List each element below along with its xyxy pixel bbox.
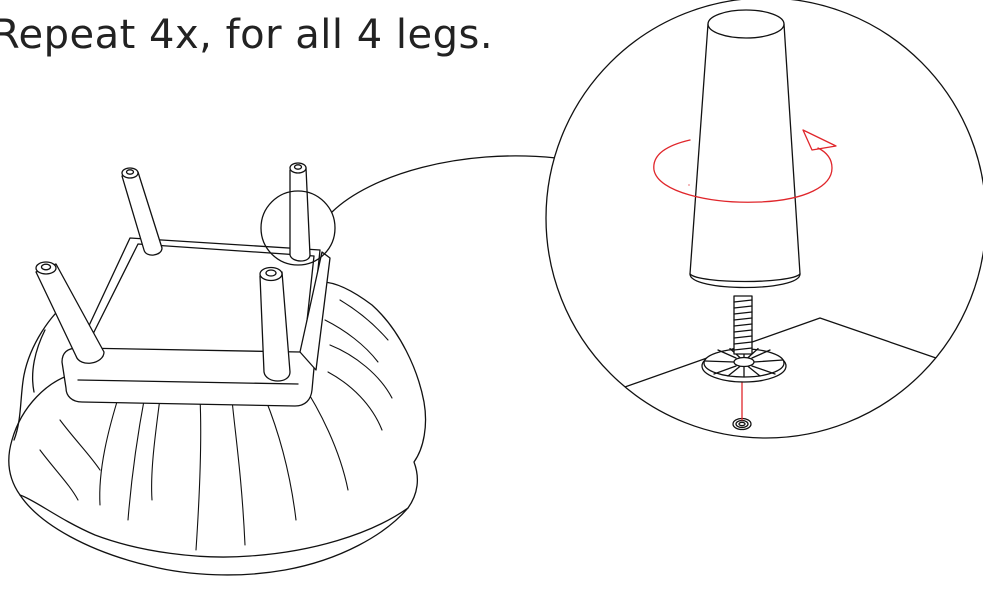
tapered-leg [689, 9, 801, 289]
fabric-fold [231, 399, 246, 546]
fabric-fold [329, 344, 393, 399]
detail-source-circle [260, 190, 336, 266]
fabric-fold [151, 397, 161, 501]
fabric-fold [339, 299, 389, 341]
fabric-fold [99, 391, 121, 506]
fabric-fold [324, 319, 379, 363]
ottoman-leg-back-right [289, 162, 311, 262]
ottoman-leg-front-left [35, 261, 105, 364]
rotation-arrow-icon [653, 129, 837, 203]
ottoman-leg-back-left [121, 167, 163, 256]
instruction-text: Repeat 4x, for all 4 legs. [0, 12, 494, 58]
fabric-fold [127, 394, 146, 521]
ottoman-skirt-hem [19, 494, 409, 558]
ottoman-upside-down [8, 237, 427, 576]
washer [701, 347, 787, 383]
fabric-fold [39, 449, 79, 501]
fabric-fold [59, 419, 101, 471]
detail-connector-line [331, 155, 557, 213]
fabric-fold [327, 371, 383, 431]
threaded-bolt [733, 295, 753, 355]
fabric-fold [195, 397, 202, 551]
ottoman-leg-front-right [259, 266, 291, 382]
detail-callout [545, 0, 983, 439]
fabric-fold [264, 397, 297, 521]
